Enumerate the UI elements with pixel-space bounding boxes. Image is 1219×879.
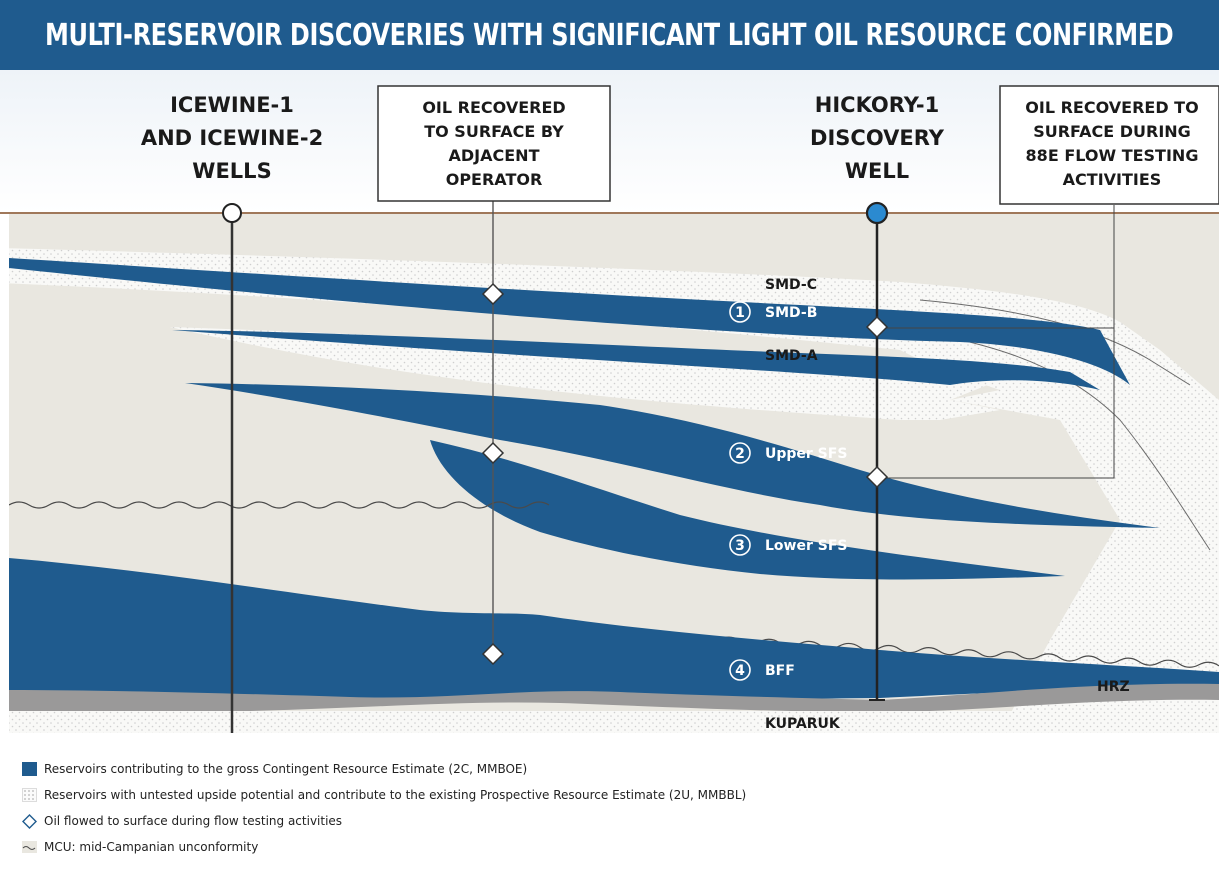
wave-icon [22,841,37,853]
flow-test-callout-line-1: OIL RECOVERED TO [1025,98,1198,117]
dotted-swatch-icon [22,788,37,802]
reservoir-label-upper-sfs: Upper SFS [765,446,847,462]
diamond-icon [865,465,889,489]
reservoir-number-badge [729,659,751,681]
legend-label: MCU: mid-Campanian unconformity [44,840,259,854]
upper-sfs-reservoir [185,383,1160,528]
diamond-icon [22,813,37,829]
kuparuk-sand [9,711,1219,733]
hrz-band [9,683,1219,712]
icewine-title-line-2: AND ICEWINE-2 [141,126,323,150]
legend-item-prospective: Reservoirs with untested upside potentia… [22,782,746,808]
legend-label: Reservoirs contributing to the gross Con… [44,762,528,776]
diamond-icon [865,315,889,339]
adjacent-callout-line-4: OPERATOR [446,170,543,189]
icewine-wellhead [222,203,242,223]
page-title: MULTI-RESERVOIR DISCOVERIES WITH SIGNIFI… [45,17,1174,53]
reservoir-label-smd-b: SMD-B [765,305,817,321]
diamond-markers [481,282,889,666]
layer-label-hrz: HRZ [1097,679,1130,695]
adjacent-operator-callout-box [377,85,611,202]
smd-a-reservoir [172,330,1100,390]
bff-reservoir [9,558,1219,700]
lower-sfs-reservoir-main [430,440,1065,580]
legend-label: Oil flowed to surface during flow testin… [44,814,343,828]
icewine-title-line-3: WELLS [192,159,271,183]
adjacent-callout-line-1: OIL RECOVERED [422,98,565,117]
mcu-unconformity-upper [9,501,550,509]
reservoir-number-badge [729,534,751,556]
solid-swatch-icon [22,762,37,776]
flow-test-callout-line-3: 88E FLOW TESTING [1026,146,1199,165]
smd-a-band [170,327,1000,420]
layer-label-smd-c: SMD-C [765,277,817,293]
title-banner: MULTI-RESERVOIR DISCOVERIES WITH SIGNIFI… [0,0,1219,70]
hickory-wellhead [865,201,889,225]
diamond-icon [481,282,505,306]
flow-test-leader [877,205,1115,479]
legend-item-oil-flowed: Oil flowed to surface during flow testin… [22,808,746,834]
legend-item-mcu: MCU: mid-Campanian unconformity [22,834,746,860]
legend-item-contingent: Reservoirs contributing to the gross Con… [22,756,746,782]
flow-test-callout-line-4: ACTIVITIES [1063,170,1162,189]
reservoir-label-bff: BFF [765,663,795,679]
adjacent-callout-line-2: TO SURFACE BY [424,122,564,141]
diamond-icon [481,441,505,465]
adjacent-callout-line-3: ADJACENT [449,146,540,165]
diamond-icon [481,642,505,666]
reservoir-number: 1 [735,305,745,321]
layer-label-kuparuk: KUPARUK [765,716,841,732]
cross-section-diagram: ICEWINE-1 AND ICEWINE-2 WELLS HICKORY-1 … [0,70,1219,733]
smd-b-reservoir [9,258,1130,385]
legend: Reservoirs contributing to the gross Con… [22,756,746,860]
reservoir-number: 2 [735,446,745,462]
hickory-title-line-3: WELL [845,159,909,183]
reservoir-number: 4 [735,663,745,679]
reservoir-label-lower-sfs: Lower SFS [765,538,847,554]
flow-test-callout-line-2: SURFACE DURING [1033,122,1191,141]
layer-label-smd-a: SMD-A [765,348,818,364]
subsurface [9,213,1219,733]
legend-label: Reservoirs with untested upside potentia… [44,788,747,802]
icewine-title-line-1: ICEWINE-1 [170,93,294,117]
reservoir-number: 3 [735,538,745,554]
hickory-title-line-1: HICKORY-1 [815,93,939,117]
flow-test-callout-box [999,85,1219,205]
reservoir-number-badge [729,442,751,464]
reservoir-number-badge [729,301,751,323]
hickory-title-line-2: DISCOVERY [810,126,945,150]
